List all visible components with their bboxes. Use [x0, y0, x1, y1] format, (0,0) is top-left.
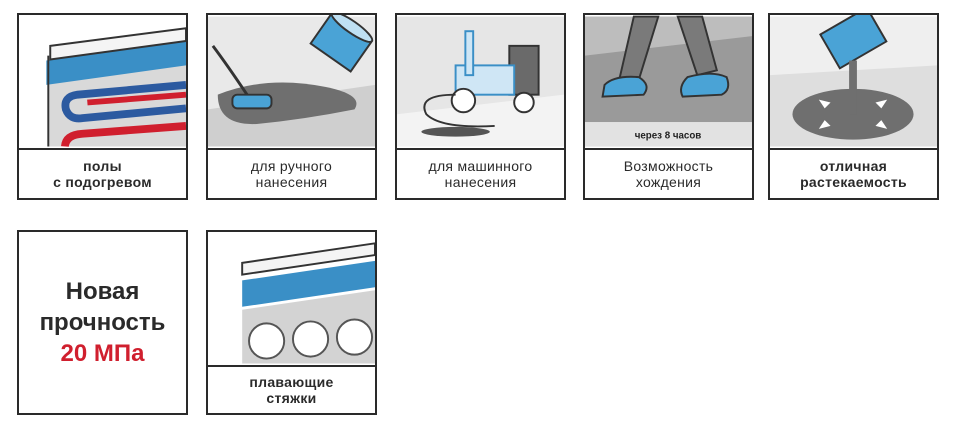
caption-line-1: Возможность — [623, 158, 714, 174]
card-machine-application: для машинного нанесения — [395, 13, 566, 200]
caption: для ручного нанесения — [208, 150, 375, 198]
card-manual-application: для ручного нанесения — [206, 13, 377, 200]
caption-line-1: плавающие — [249, 374, 334, 390]
spreading-icon — [770, 15, 937, 150]
card-floating-screed: плавающие стяжки — [206, 230, 377, 415]
floating-screed-icon — [208, 232, 375, 367]
walking-icon: через 8 часов — [585, 15, 752, 150]
strength-value: 20 МПа — [60, 340, 145, 367]
band-label: через 8 часов — [635, 131, 702, 142]
heated-floor-icon — [19, 15, 186, 150]
caption: для машинного нанесения — [397, 150, 564, 198]
caption-line-2: нанесения — [255, 174, 328, 190]
caption-line-1: отличная — [819, 158, 888, 174]
caption-line-1: для машинного — [428, 158, 533, 174]
card-walking: через 8 часов Возможность хождения — [583, 13, 754, 200]
strength-line-1: Новая — [65, 278, 140, 305]
caption: отличная растекаемость — [770, 150, 937, 198]
card-spreading: отличная растекаемость — [768, 13, 939, 200]
caption-line-2: нанесения — [444, 174, 517, 190]
caption-line-2: растекаемость — [800, 174, 907, 190]
caption: полы с подогревом — [19, 150, 186, 198]
caption-line-2: хождения — [635, 174, 702, 190]
manual-application-icon — [208, 15, 375, 150]
caption: Возможность хождения — [585, 150, 752, 198]
machine-application-icon — [397, 15, 564, 150]
card-strength: Новая прочность 20 МПа — [17, 230, 188, 415]
strength-line-2: прочность — [39, 309, 166, 336]
caption-line-2: стяжки — [266, 390, 317, 406]
caption-line-1: для ручного — [250, 158, 333, 174]
card-heated-floors: полы с подогревом — [17, 13, 188, 200]
caption-line-1: полы — [83, 158, 122, 174]
caption: плавающие стяжки — [208, 367, 375, 413]
caption-line-2: с подогревом — [53, 174, 152, 190]
